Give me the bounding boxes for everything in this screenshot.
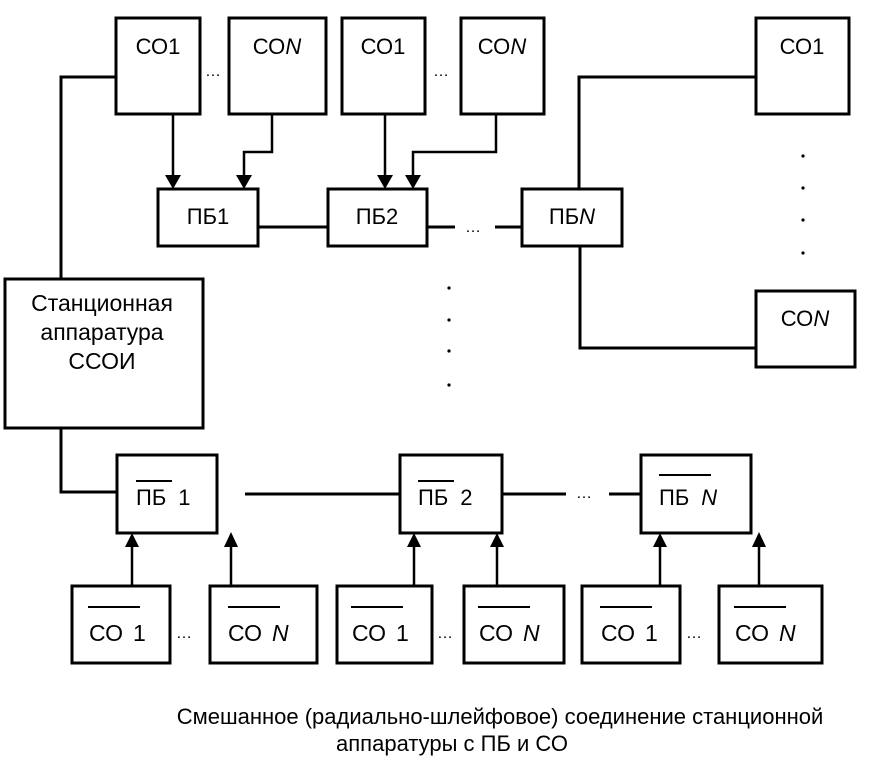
arrow-up-icon xyxy=(224,532,238,547)
arrowheads xyxy=(125,175,766,547)
svg-text:СО1: СО1 xyxy=(780,34,825,59)
svg-text:СО1: СО1 xyxy=(89,620,146,646)
arrow-up-icon xyxy=(653,533,667,547)
top-pb-1[interactable]: ПБ1 xyxy=(156,187,260,248)
arrow-down-icon xyxy=(377,175,393,189)
ellipsis-bco-1: … xyxy=(176,625,193,642)
top-co-1b[interactable]: СО1 xyxy=(340,16,427,116)
arrow-down-icon xyxy=(405,175,421,189)
ellipsis-marks: … … … … … … … xyxy=(176,63,805,642)
vertical-dot xyxy=(447,383,451,387)
ellipsis-bpb-chain: … xyxy=(576,485,593,502)
vertical-dot xyxy=(447,286,451,290)
svg-text:СОN: СОN xyxy=(228,620,289,646)
svg-text:СО1: СО1 xyxy=(601,620,658,646)
svg-text:ПБN: ПБN xyxy=(659,485,717,510)
arrow-up-icon xyxy=(407,533,421,547)
arrow-up-icon xyxy=(125,533,139,547)
svg-text:ПБ2: ПБ2 xyxy=(418,485,473,510)
right-co-n[interactable]: СОN xyxy=(754,289,857,369)
right-co-1[interactable]: СО1 xyxy=(754,16,851,116)
wire-top-con-to-pb1 xyxy=(242,114,274,178)
svg-text:ПБ2: ПБ2 xyxy=(356,204,399,229)
caption-line-2: аппаратуры с ПБ и СО xyxy=(336,731,568,756)
arrow-down-icon xyxy=(165,175,181,189)
arrow-up-icon xyxy=(752,532,766,547)
ellipsis-pb-chain: … xyxy=(465,219,482,236)
ellipsis-bco-2: … xyxy=(437,625,454,642)
svg-text:ПБ1: ПБ1 xyxy=(187,204,230,229)
vertical-dot xyxy=(447,318,451,322)
svg-text:СОN: СОN xyxy=(253,34,302,59)
svg-text:ПБ1: ПБ1 xyxy=(136,485,191,510)
station-equipment-box[interactable]: Станционная аппаратура ССОИ xyxy=(3,277,205,430)
top-pb-2[interactable]: ПБ2 xyxy=(326,187,429,248)
ellipsis-top-1: … xyxy=(205,63,222,80)
svg-text:ПБN: ПБN xyxy=(549,204,595,229)
svg-text:СО1: СО1 xyxy=(136,34,181,59)
arrow-down-icon xyxy=(236,175,252,189)
connections xyxy=(59,75,761,586)
vertical-dot xyxy=(801,218,805,222)
svg-text:СОN: СОN xyxy=(781,306,830,331)
wire-station-to-top-co1 xyxy=(59,75,116,279)
vertical-dot xyxy=(801,251,805,255)
caption-line-1: Смешанное (радиально-шлейфовое) соединен… xyxy=(177,704,824,729)
station-label-line3: ССОИ xyxy=(68,348,135,374)
svg-text:СОN: СОN xyxy=(478,34,527,59)
top-co-n[interactable]: СОN xyxy=(227,16,328,116)
ellipsis-bco-3: … xyxy=(686,625,703,642)
svg-text:СО1: СО1 xyxy=(352,620,409,646)
arrow-up-icon xyxy=(490,533,504,547)
wire-station-to-bottom-pb1 xyxy=(59,428,117,494)
vertical-dot xyxy=(801,154,805,158)
vertical-dot xyxy=(447,349,451,353)
svg-text:СОN: СОN xyxy=(735,620,796,646)
svg-text:СОN: СОN xyxy=(479,620,540,646)
top-pb-n[interactable]: ПБN xyxy=(520,187,624,248)
svg-text:СО1: СО1 xyxy=(361,34,406,59)
station-label-line1: Станционная xyxy=(31,290,173,316)
wire-pbn-to-right-co1 xyxy=(577,75,756,189)
top-co-nb[interactable]: СОN xyxy=(459,16,546,116)
vertical-dot xyxy=(801,186,805,190)
wire-pbn-to-right-con xyxy=(578,246,756,350)
top-co-1[interactable]: СО1 xyxy=(114,16,202,116)
station-label-line2: аппаратура xyxy=(40,319,163,345)
wire-top-conb-to-pb2 xyxy=(411,114,498,178)
ellipsis-top-2: … xyxy=(433,63,450,80)
